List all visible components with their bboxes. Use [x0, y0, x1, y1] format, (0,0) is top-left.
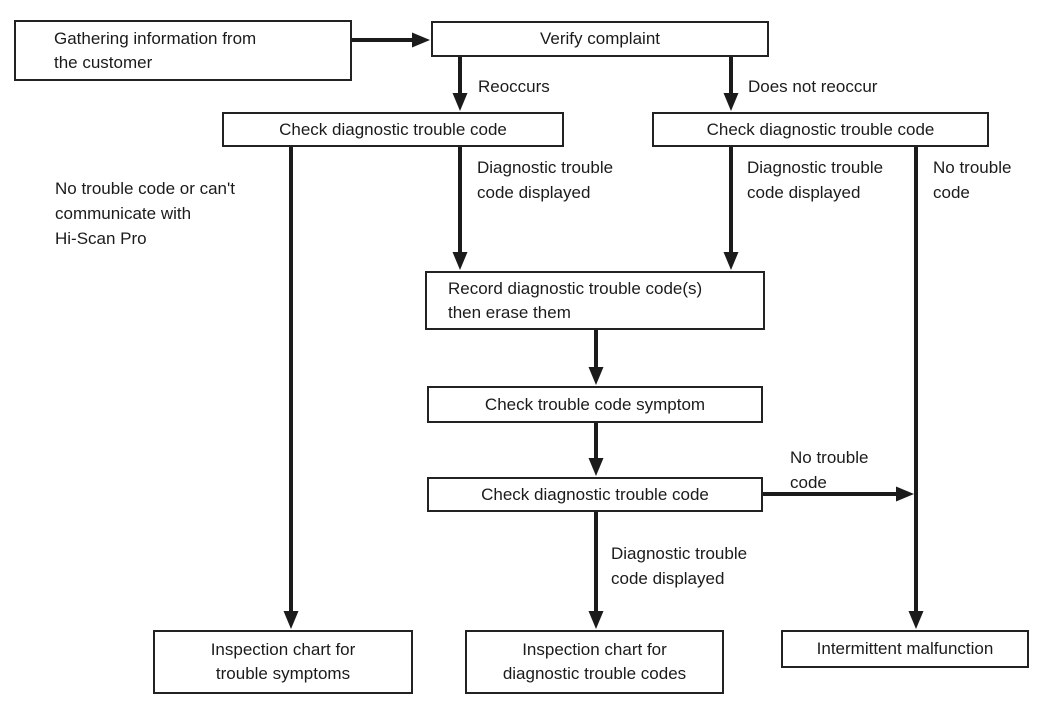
- node-text-line: Verify complaint: [540, 29, 660, 48]
- node-text-line: trouble symptoms: [215, 664, 351, 683]
- connector-record-to-symptom: [588, 330, 604, 385]
- node-text-line: Check diagnostic trouble code: [481, 484, 709, 504]
- edge-label-line: code: [790, 473, 827, 492]
- node-check-dtc-left: Check diagnostic trouble code: [222, 112, 564, 147]
- node-inspection-chart-trouble-symptoms: Inspection chart for trouble symptoms: [153, 630, 413, 694]
- edge-label-line: Diagnostic trouble: [747, 158, 884, 177]
- edge-label-line: communicate with: [55, 204, 192, 223]
- edge-label-line: code displayed: [611, 569, 725, 588]
- node-text-line: the customer: [54, 52, 153, 72]
- connector-verify-to-check-left: [452, 57, 468, 111]
- node-gathering-information: Gathering information from the customer: [14, 20, 352, 81]
- connector-check-left-to-record: [452, 147, 468, 270]
- connector-gathering-to-verify: [352, 32, 430, 48]
- connector-check-right-to-record: [723, 147, 739, 270]
- node-check-dtc-middle: Check diagnostic trouble code: [427, 477, 763, 512]
- edge-label-dtc-displayed-right: Diagnostic trouble code displayed: [747, 155, 883, 205]
- node-record-dtc: Record diagnostic trouble code(s) then e…: [425, 271, 765, 330]
- edge-label-no-trouble-code-mid: No trouble code: [790, 445, 868, 495]
- edge-label-no-trouble-code-top-right: No trouble code: [933, 155, 1011, 205]
- node-text-line: Intermittent malfunction: [816, 639, 994, 658]
- edge-label-line: Diagnostic trouble: [477, 158, 614, 177]
- node-text-line: Inspection chart for: [210, 640, 356, 659]
- node-check-dtc-right: Check diagnostic trouble code: [652, 112, 989, 147]
- node-intermittent-malfunction: Intermittent malfunction: [781, 630, 1029, 668]
- node-inspection-chart-dtc: Inspection chart for diagnostic trouble …: [465, 630, 724, 694]
- edge-label-line: code displayed: [747, 183, 861, 202]
- node-text-line: Check diagnostic trouble code: [279, 119, 507, 139]
- edge-label-no-communication: No trouble code or can't communicate wit…: [55, 176, 235, 251]
- node-text-line: Record diagnostic trouble code(s): [448, 278, 703, 298]
- edge-label-dtc-displayed-bottom: Diagnostic trouble code displayed: [611, 541, 747, 591]
- edge-label-line: No trouble: [933, 158, 1012, 177]
- node-text-line: Check diagnostic trouble code: [706, 119, 935, 139]
- edge-label-line: code: [933, 183, 970, 202]
- node-text-line: then erase them: [448, 302, 571, 322]
- connector-check-mid-to-inspection-codes: [588, 512, 604, 629]
- edge-label-line: No trouble code or can't: [55, 179, 235, 198]
- node-text-line: Check trouble code symptom: [484, 394, 706, 414]
- edge-label-does-not-reoccur: Does not reoccur: [748, 74, 877, 99]
- connector-check-mid-to-intermittent-rail: [763, 486, 914, 502]
- connector-check-left-to-inspection-symptoms: [283, 147, 299, 629]
- node-text-line: Inspection chart for: [522, 640, 667, 659]
- connector-symptom-to-check-mid: [588, 423, 604, 476]
- edge-label-line: No trouble: [790, 448, 869, 467]
- edge-label-line: Hi-Scan Pro: [55, 229, 147, 248]
- connector-verify-to-check-right: [723, 57, 739, 111]
- edge-label-line: code displayed: [477, 183, 591, 202]
- node-verify-complaint: Verify complaint: [431, 21, 769, 57]
- connector-check-right-to-intermittent: [908, 147, 924, 629]
- node-text-line: diagnostic trouble codes: [502, 664, 687, 683]
- node-check-trouble-code-symptom: Check trouble code symptom: [427, 386, 763, 423]
- edge-label-dtc-displayed-left: Diagnostic trouble code displayed: [477, 155, 613, 205]
- edge-label-line: Reoccurs: [478, 77, 550, 96]
- node-text-line: Gathering information from: [54, 28, 257, 48]
- edge-label-line: Diagnostic trouble: [611, 544, 748, 563]
- edge-label-reoccurs: Reoccurs: [478, 74, 550, 99]
- edge-label-line: Does not reoccur: [748, 77, 878, 96]
